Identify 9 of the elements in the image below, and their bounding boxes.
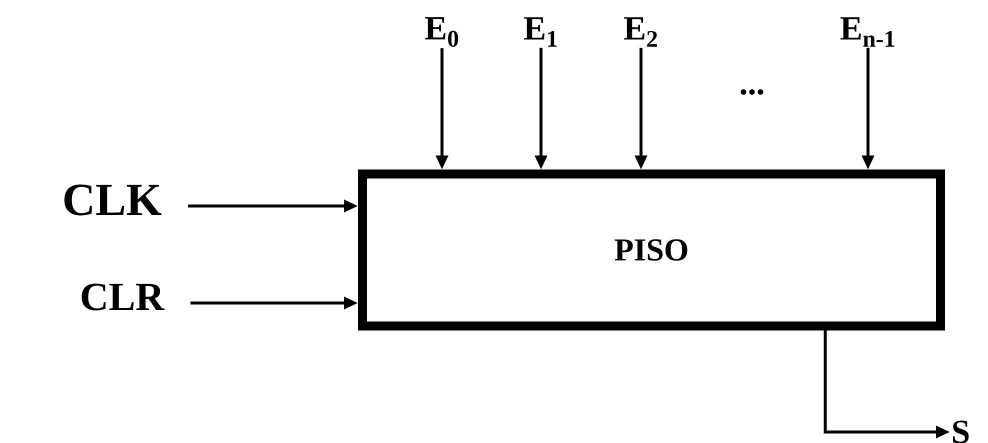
process-box: PISO	[358, 170, 945, 330]
clear-label: CLR	[82, 284, 165, 310]
ellipsis-label: ...	[740, 89, 764, 95]
clock-label: CLK	[64, 184, 162, 216]
input-label: E$_{n-1}$	[840, 17, 894, 47]
input-label: E$_{1}$	[524, 17, 557, 47]
input-label: E$_{2}$	[624, 17, 658, 47]
input-label: E$_{0}$	[425, 17, 458, 47]
output-label: S	[953, 420, 969, 443]
